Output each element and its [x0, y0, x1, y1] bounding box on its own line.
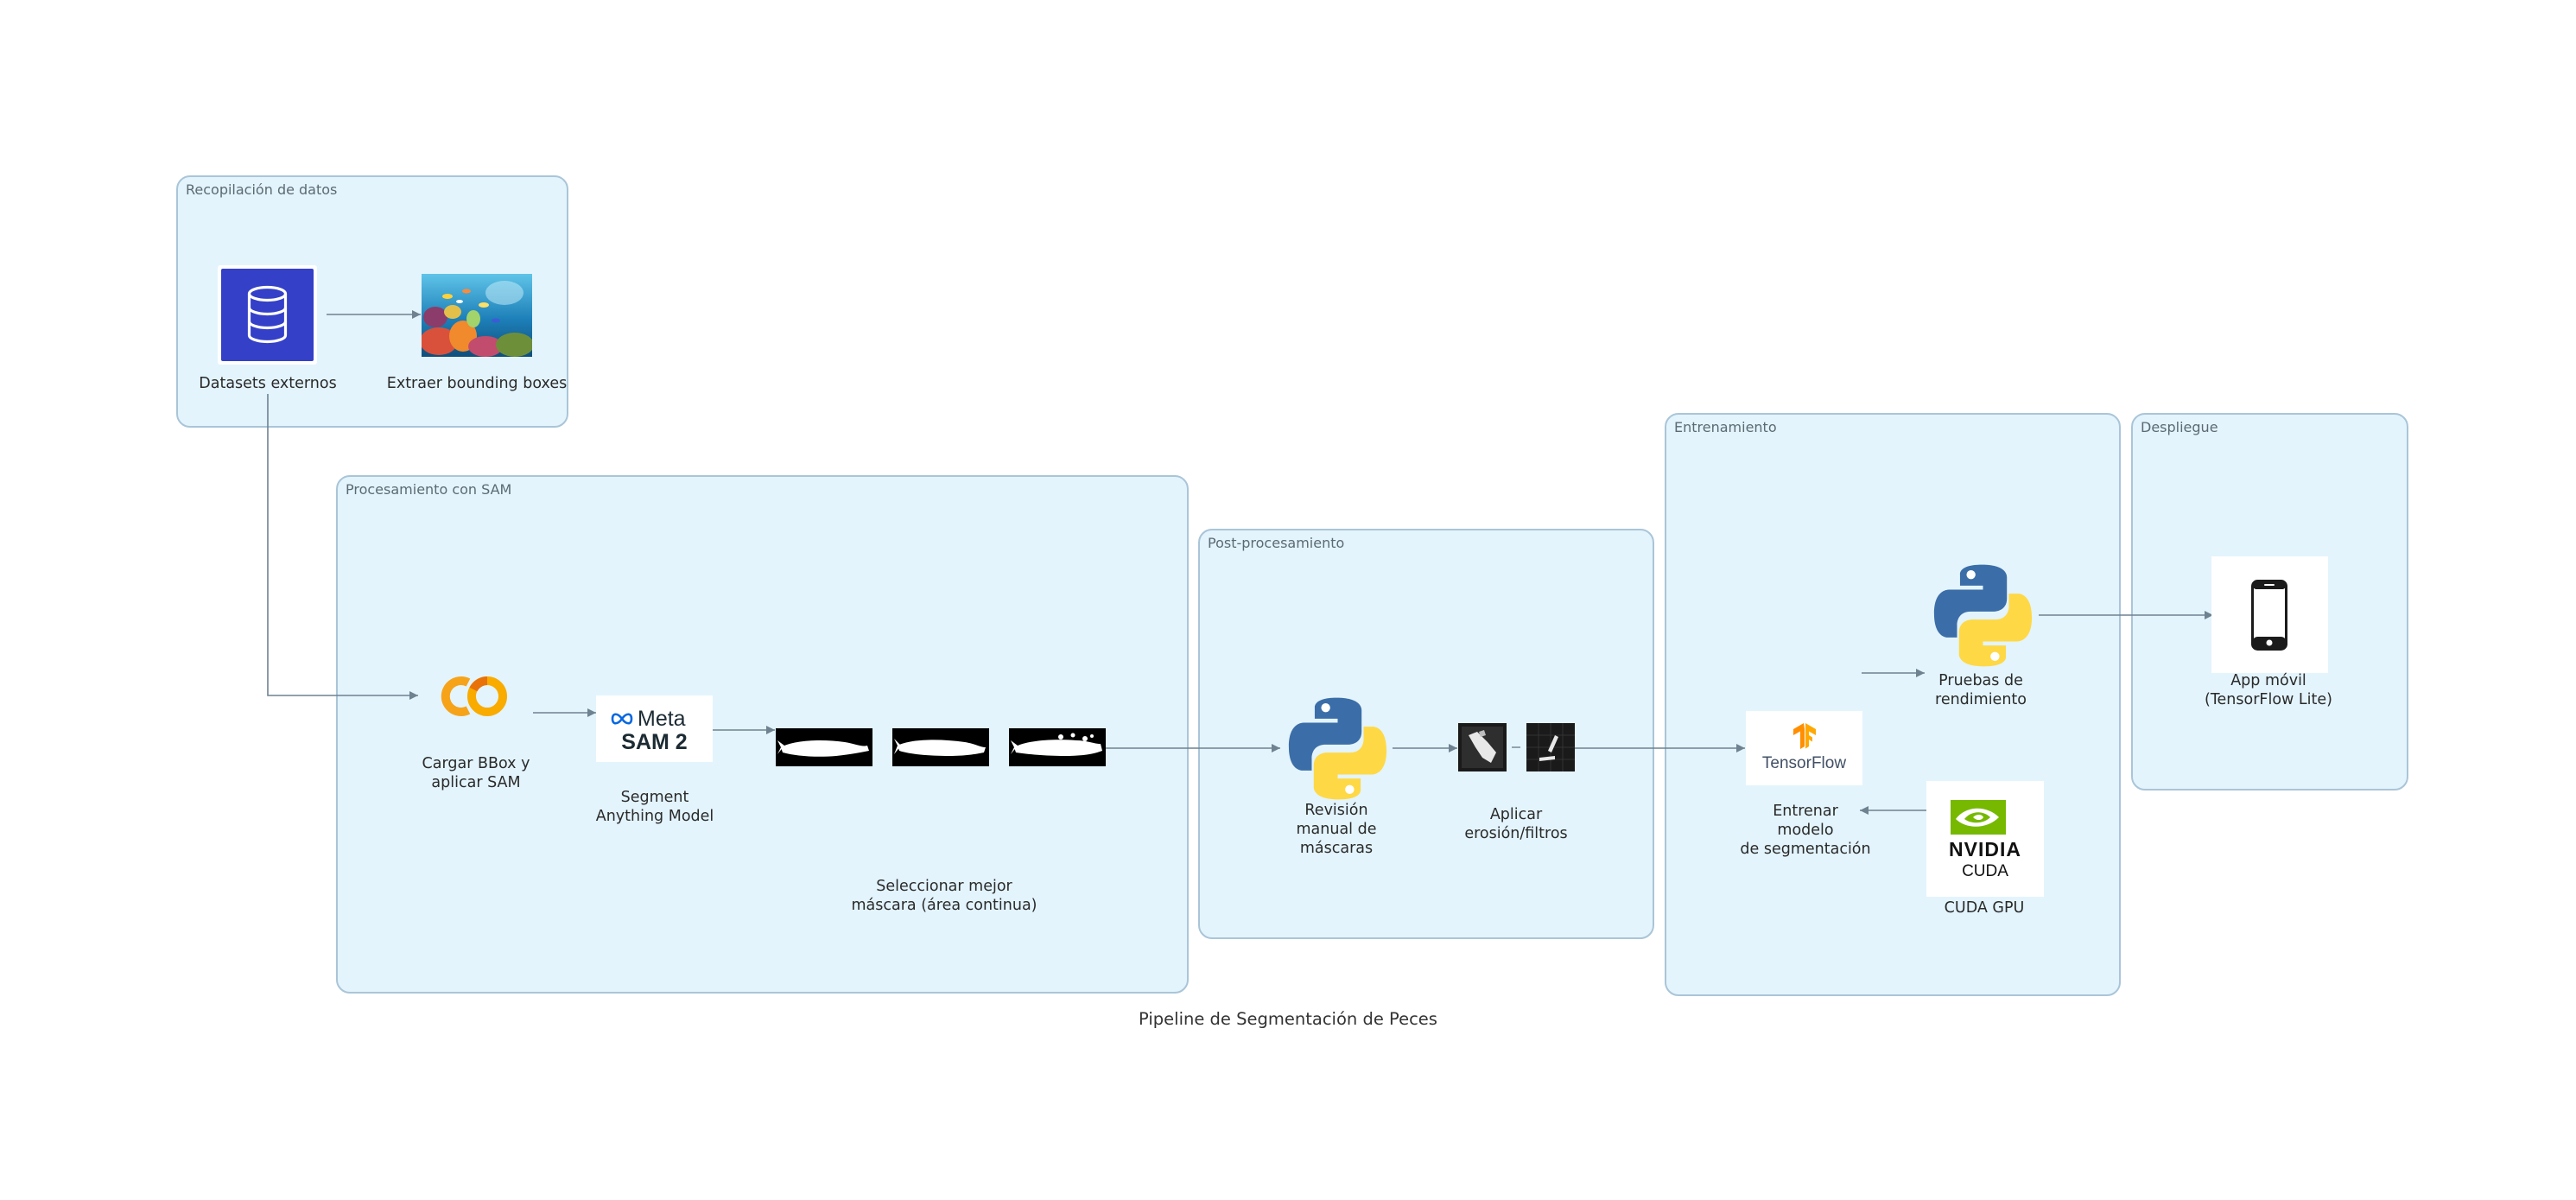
tensorflow-logo: TensorFlow [1746, 711, 1862, 785]
python-icon [1288, 697, 1387, 800]
diagram-title: Pipeline de Segmentación de Peces [1139, 1009, 1437, 1029]
coral-reef-image [422, 274, 532, 357]
node-label-masks: Seleccionar mejor máscara (área continua… [851, 878, 1037, 914]
meta-logo-text: Meta [638, 707, 686, 731]
cluster-label-entrenamiento: Entrenamiento [1674, 419, 1777, 435]
edge-datasets-colab [267, 394, 418, 700]
node-label-datasets: Datasets externos [199, 375, 337, 392]
cluster-label-despliegue: Despliegue [2141, 419, 2218, 435]
fish-mask-images [776, 728, 1106, 766]
cuda-logo-text: CUDA [1962, 862, 2008, 880]
database-icon [218, 265, 317, 365]
meta-sam2-logo: Meta SAM 2 [596, 695, 713, 762]
node-label-revision: Revisión manual de máscaras [1296, 802, 1377, 857]
mask-filter-images [1458, 723, 1575, 771]
tensorflow-icon [1793, 723, 1816, 749]
smartphone-tile [2211, 556, 2328, 673]
smartphone-icon [2251, 580, 2287, 651]
node-label-app: App móvil (TensorFlow Lite) [2205, 672, 2332, 708]
nvidia-eye-icon [1951, 800, 2006, 835]
node-label-pruebas: Pruebas de rendimiento [1935, 672, 2027, 708]
node-label-sam2: Segment Anything Model [595, 789, 714, 825]
cluster-entrenamiento: Entrenamiento [1665, 413, 2121, 996]
nvidia-logo-text: NVIDIA [1949, 838, 2021, 860]
cluster-label-sam: Procesamiento con SAM [346, 481, 512, 498]
node-label-tensorflow: Entrenar modelo de segmentación [1740, 803, 1871, 858]
cluster-label-recopilacion: Recopilación de datos [186, 181, 338, 198]
nvidia-cuda-logo: NVIDIA CUDA [1926, 781, 2044, 897]
colab-icon [441, 676, 507, 716]
cluster-post: Post-procesamiento [1198, 529, 1654, 939]
tensorflow-logo-text: TensorFlow [1761, 754, 1847, 772]
node-label-colab: Cargar BBox y aplicar SAM [422, 755, 530, 791]
node-label-bbox: Extraer bounding boxes [386, 375, 568, 392]
node-label-cuda: CUDA GPU [1944, 899, 2025, 917]
sam2-logo-text: SAM 2 [621, 730, 688, 754]
node-label-erosion: Aplicar erosión/filtros [1464, 806, 1568, 842]
python-icon [1933, 564, 2033, 667]
meta-infinity-icon [611, 713, 633, 725]
cluster-label-post: Post-procesamiento [1208, 535, 1345, 551]
